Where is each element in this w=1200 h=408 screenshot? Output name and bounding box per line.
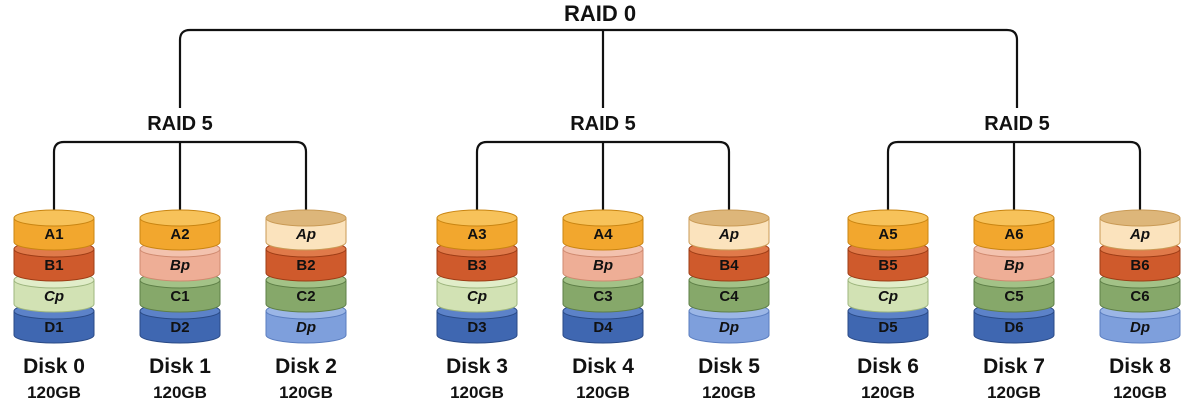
disk-name: Disk 6 (857, 355, 919, 378)
block-label: C6 (1130, 288, 1149, 305)
disk-block: C6 (1099, 271, 1181, 313)
block-label: Dp (296, 319, 316, 336)
block-label: B2 (296, 257, 315, 274)
block-label: Ap (1129, 226, 1150, 243)
disk-block: A3 (436, 209, 518, 251)
block-label: C3 (593, 288, 612, 305)
disk-stack: D6 C5 Bp A6 (973, 209, 1055, 344)
block-label: A6 (1004, 226, 1023, 243)
block-label: Dp (719, 319, 739, 336)
block-label: A3 (467, 226, 486, 243)
block-label: Dp (1130, 319, 1150, 336)
block-label: D2 (170, 319, 189, 336)
disk-size: 120GB (702, 383, 756, 402)
raid0-connector (178, 28, 1019, 108)
block-label: B6 (1130, 257, 1149, 274)
disk-size: 120GB (27, 383, 81, 402)
block-label: Bp (593, 257, 613, 274)
disk-size: 120GB (153, 383, 207, 402)
disk-stack: Dp C2 B2 Ap (265, 209, 347, 344)
disk-stack: D4 C3 Bp A4 (562, 209, 644, 344)
block-label: A1 (44, 226, 63, 243)
disk-size: 120GB (987, 383, 1041, 402)
disk-name: Disk 4 (572, 355, 634, 378)
disk-block: B6 (1099, 240, 1181, 282)
block-label: A5 (878, 226, 897, 243)
block-label: B3 (467, 257, 486, 274)
disk-size: 120GB (576, 383, 630, 402)
block-label: A2 (170, 226, 189, 243)
block-label: B5 (878, 257, 897, 274)
block-label: Cp (878, 288, 898, 305)
block-label: B1 (44, 257, 63, 274)
block-label: D1 (44, 319, 63, 336)
raid0-label: RAID 0 (564, 1, 636, 26)
disk-size: 120GB (279, 383, 333, 402)
disk-size: 120GB (1113, 383, 1167, 402)
disk-block: Ap (688, 209, 770, 251)
block-label: D4 (593, 319, 613, 336)
block-label: Bp (170, 257, 190, 274)
raid5-label: RAID 5 (984, 113, 1050, 135)
disk-stack: Dp C4 B4 Ap (688, 209, 770, 344)
block-label: Ap (718, 226, 739, 243)
block-label: A4 (593, 226, 613, 243)
block-label: Ap (295, 226, 316, 243)
disk-block: A5 (847, 209, 929, 251)
block-label: Cp (44, 288, 64, 305)
disk-name: Disk 1 (149, 355, 211, 378)
block-label: C4 (719, 288, 739, 305)
disk-block: Ap (265, 209, 347, 251)
disk-stack: D5 Cp B5 A5 (847, 209, 929, 344)
disk-name: Disk 3 (446, 355, 508, 378)
disk-stack: Dp C6 B6 Ap (1099, 209, 1181, 344)
block-label: B4 (719, 257, 739, 274)
block-label: D3 (467, 319, 486, 336)
disk-block: A6 (973, 209, 1055, 251)
disk-block: A2 (139, 209, 221, 251)
block-label: C2 (296, 288, 315, 305)
block-label: C1 (170, 288, 189, 305)
disk-size: 120GB (450, 383, 504, 402)
raid5-label: RAID 5 (147, 113, 213, 135)
disk-block: A4 (562, 209, 644, 251)
disk-stack: D2 C1 Bp A2 (139, 209, 221, 344)
disk-size: 120GB (861, 383, 915, 402)
disk-name: Disk 5 (698, 355, 760, 378)
disk-name: Disk 7 (983, 355, 1045, 378)
disk-block: A1 (13, 209, 95, 251)
disk-name: Disk 2 (275, 355, 337, 378)
disk-stack: D3 Cp B3 A3 (436, 209, 518, 344)
block-label: Cp (467, 288, 487, 305)
block-label: D5 (878, 319, 897, 336)
disk-name: Disk 0 (23, 355, 85, 378)
block-label: D6 (1004, 319, 1023, 336)
disk-name: Disk 8 (1109, 355, 1171, 378)
disk-block: C5 (973, 271, 1055, 313)
block-label: Bp (1004, 257, 1024, 274)
disk-stack: D1 Cp B1 A1 (13, 209, 95, 344)
block-label: C5 (1004, 288, 1023, 305)
raid5-label: RAID 5 (570, 113, 636, 135)
disk-block: Ap (1099, 209, 1181, 251)
